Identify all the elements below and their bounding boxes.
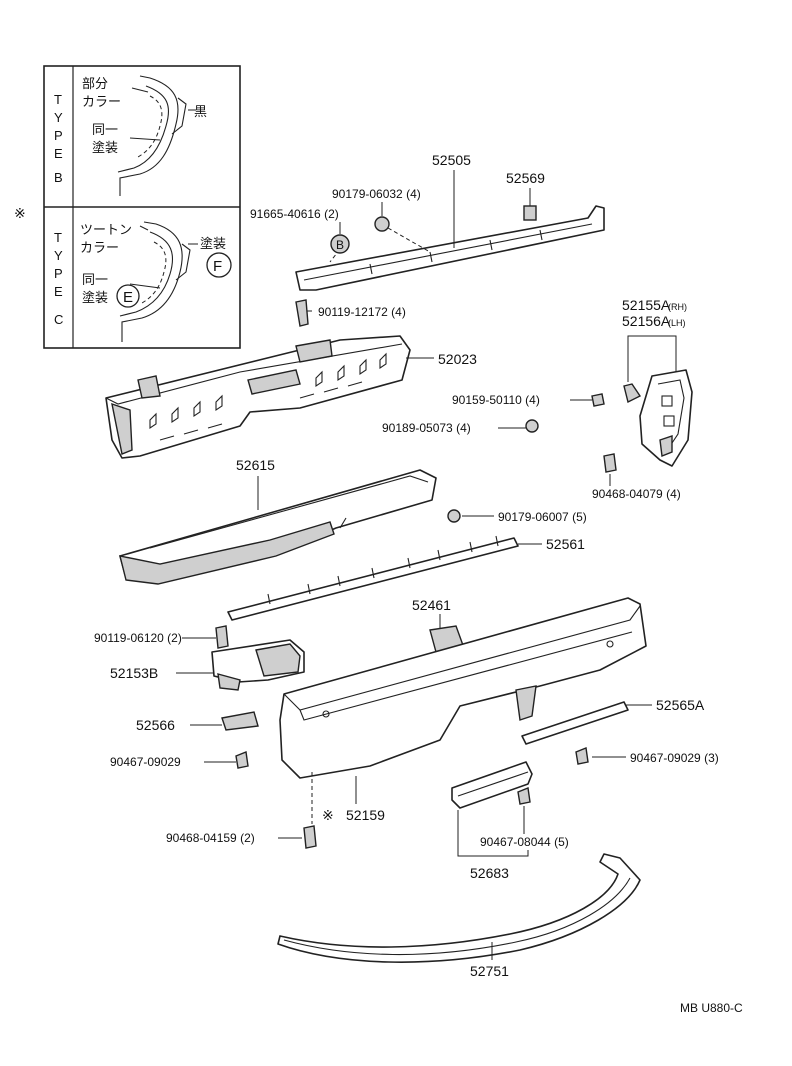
symbol-b: B	[336, 238, 344, 252]
label-52751: 52751	[470, 963, 509, 979]
part-52615-energy-absorber	[119, 469, 437, 585]
svg-text:T: T	[54, 92, 62, 107]
type-b-paint-label: 塗装	[92, 140, 118, 156]
type-b-color-label: カラー	[82, 95, 121, 110]
symbol-e: E	[123, 289, 133, 306]
label-90467-09029-right: 90467-09029 (3)	[630, 751, 719, 765]
svg-text:Y: Y	[54, 248, 63, 263]
part-52566-plate	[221, 711, 259, 731]
label-90467-09029-left: 90467-09029	[110, 755, 181, 769]
label-52156a-side: (LH)	[668, 318, 686, 328]
type-c-bumper-section	[119, 221, 198, 342]
symbol-f-circle	[206, 252, 232, 278]
label-52461: 52461	[412, 597, 451, 613]
part-52155a-clip	[623, 383, 642, 404]
type-b-partial-label: 部分	[82, 77, 108, 92]
part-90119-12172-bolt	[295, 299, 309, 327]
label-52565a: 52565A	[656, 697, 705, 713]
part-90189-05073-nut	[525, 419, 539, 433]
part-52153b-bracket	[211, 639, 305, 691]
label-90468-04079: 90468-04079 (4)	[592, 487, 681, 501]
label-91665-40616: 91665-40616 (2)	[250, 207, 339, 221]
part-52159-bumper-cover	[279, 597, 647, 779]
symbol-f: F	[213, 258, 222, 275]
type-c-color-label: カラー	[80, 241, 119, 256]
part-90119-06120-bolt	[215, 625, 229, 649]
label-52156a: 52156A	[622, 313, 671, 329]
symbol-e-circle	[116, 284, 140, 308]
label-90189-05073: 90189-05073 (4)	[382, 421, 471, 435]
type-b-same-label: 同一	[92, 123, 118, 138]
part-52569-clip	[523, 205, 537, 221]
label-52566: 52566	[136, 717, 175, 733]
label-90159-50110: 90159-50110 (4)	[452, 393, 540, 407]
part-90467-09029-clip-right	[575, 747, 589, 765]
part-90159-50110-screw	[591, 393, 605, 407]
note-mark-inset: ※	[14, 205, 26, 221]
svg-text:P: P	[54, 128, 63, 143]
label-52155a: 52155A	[622, 297, 671, 313]
svg-text:C: C	[54, 312, 63, 327]
part-52751-lower-molding	[277, 853, 641, 963]
part-90468-04079-clip	[603, 453, 617, 473]
note-mark-52159: ※	[322, 807, 334, 823]
label-52569: 52569	[506, 170, 545, 186]
label-90179-06032: 90179-06032 (4)	[332, 187, 421, 201]
part-90467-08044-clip	[517, 787, 531, 805]
part-52155a-side-retainer	[639, 369, 693, 467]
label-52505: 52505	[432, 152, 471, 168]
part-90179-06032-nut	[374, 216, 390, 232]
type-c-twotone-label: ツートン	[80, 223, 132, 238]
label-52159: 52159	[346, 807, 385, 823]
svg-text:T: T	[54, 230, 62, 245]
part-90467-09029-clip-left	[235, 751, 249, 769]
type-c-label: T Y P E C	[54, 230, 63, 327]
label-90119-06120: 90119-06120 (2)	[94, 631, 182, 645]
label-52683: 52683	[470, 865, 509, 881]
part-52683-bracket	[451, 761, 533, 809]
part-90179-06007-nut	[447, 509, 461, 523]
label-52561: 52561	[546, 536, 585, 552]
type-b-black-label: 黒	[194, 105, 207, 120]
symbol-b-circle	[330, 234, 350, 254]
svg-text:Y: Y	[54, 110, 63, 125]
type-inset-panel: ※ T Y P E B 部分 カラー 黒 同一 塗装 T Y	[14, 65, 241, 349]
svg-text:P: P	[54, 266, 63, 281]
svg-text:B: B	[54, 170, 63, 185]
svg-text:E: E	[54, 284, 63, 299]
label-90468-04159: 90468-04159 (2)	[166, 831, 255, 845]
svg-text:E: E	[54, 146, 63, 161]
type-c-paint-label: 塗装	[82, 290, 108, 306]
diagram-code: MB U880-C	[680, 1001, 743, 1015]
label-90467-08044: 90467-08044 (5)	[480, 835, 569, 849]
type-b-label: T Y P E B	[54, 92, 63, 185]
label-90179-06007: 90179-06007 (5)	[498, 510, 587, 524]
part-52023-reinforcement	[105, 335, 411, 459]
type-c-same-label: 同一	[82, 273, 108, 288]
type-c-paint-f-label: 塗装	[200, 236, 226, 252]
label-52155a-side: (RH)	[668, 302, 687, 312]
label-90119-12172: 90119-12172 (4)	[318, 305, 406, 319]
type-b-bumper-section	[117, 75, 196, 196]
label-52615: 52615	[236, 457, 275, 473]
part-52561-retainer-strip	[227, 535, 519, 621]
part-52565a-strip	[521, 701, 629, 745]
label-52023: 52023	[438, 351, 477, 367]
label-52153b: 52153B	[110, 665, 158, 681]
part-90468-04159-clip	[303, 825, 317, 849]
